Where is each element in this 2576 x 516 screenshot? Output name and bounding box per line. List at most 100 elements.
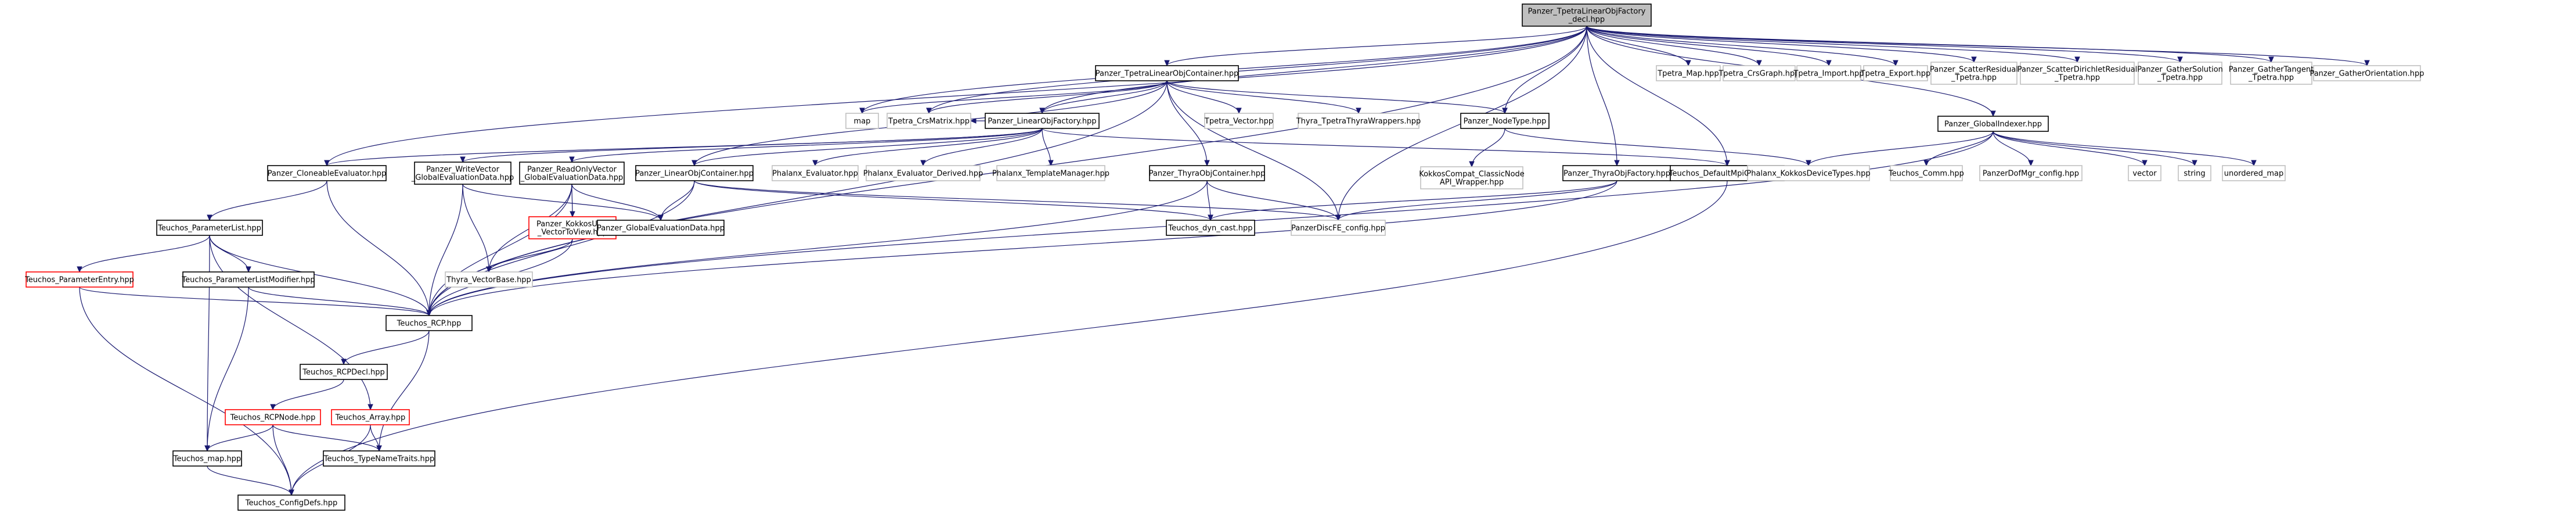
node-scatter-dirichlet[interactable]: Panzer_ScatterDirichletResidual_Tpetra.h…	[2017, 62, 2138, 85]
edge-line	[1586, 26, 1975, 63]
node-thyra-obj-factory[interactable]: Panzer_ThyraObjFactory.hpp	[1562, 165, 1671, 181]
edge-tpetra_loc-to-tpetra_vector	[1166, 80, 1242, 114]
node-tpetra-crsmatrix[interactable]: Tpetra_CrsMatrix.hpp	[887, 113, 971, 129]
node-box	[267, 165, 387, 181]
edge-teuchos_parameterlist-to-teuchos_array	[209, 235, 373, 411]
edge-arrowhead	[486, 266, 492, 273]
node-tpetra-vector[interactable]: Tpetra_Vector.hpp	[1204, 113, 1274, 129]
node-teuchos-parameterentry[interactable]: Teuchos_ParameterEntry.hpp	[24, 271, 134, 288]
node-phalanx-template-manager[interactable]: Phalanx_TemplateManager.hpp	[992, 165, 1109, 181]
node-label: Teuchos_map.hpp	[173, 455, 241, 464]
edge-cloneable_evaluator-to-teuchos_parameterlist	[207, 180, 327, 221]
node-unordered-map[interactable]: unordered_map	[2222, 165, 2286, 181]
node-nodetype[interactable]: Panzer_NodeType.hpp	[1460, 113, 1550, 129]
edge-linobjfactory-to-phalanx_evaluator	[812, 128, 1043, 167]
edge-line	[1042, 26, 1587, 114]
node-cloneable-evaluator[interactable]: Panzer_CloneableEvaluator.hpp	[267, 165, 387, 181]
edge-line	[428, 180, 695, 316]
node-vector[interactable]: vector	[2128, 165, 2161, 181]
edge-line	[326, 26, 1587, 166]
node-box	[414, 162, 511, 185]
node-teuchos-rcpnode[interactable]: Teuchos_RCPNode.hpp	[225, 409, 321, 425]
node-teuchos-configdefs[interactable]: Teuchos_ConfigDefs.hpp	[237, 494, 345, 511]
edge-line	[571, 184, 661, 221]
node-thyra-vectorbase[interactable]: Thyra_VectorBase.hpp	[445, 271, 533, 288]
edge-line	[291, 180, 1728, 496]
edge-line	[1586, 26, 1896, 66]
edge-arrowhead	[2142, 160, 2148, 167]
edge-line	[462, 184, 489, 273]
node-linear-obj-container[interactable]: Panzer_LinearObjContainer.hpp	[635, 165, 754, 181]
edge-root-to-scatter_residual	[1586, 26, 1977, 63]
node-teuchos-parameterlist[interactable]: Teuchos_ParameterList.hpp	[156, 220, 263, 236]
node-map[interactable]: map	[845, 113, 879, 129]
edge-line	[272, 379, 344, 410]
node-kokkos-utils[interactable]: Panzer_KokkosUtils_VectorToView.hpp	[528, 216, 617, 239]
edge-line	[462, 128, 1043, 163]
node-label: Panzer_GatherSolution	[2137, 66, 2223, 74]
node-gather-solution[interactable]: Panzer_GatherSolution_Tpetra.hpp	[2137, 62, 2223, 85]
node-tpetra-map[interactable]: Tpetra_Map.hpp	[1656, 65, 1721, 81]
node-teuchos-map[interactable]: Teuchos_map.hpp	[172, 450, 242, 467]
node-teuchos-rcp[interactable]: Teuchos_RCP.hpp	[386, 315, 473, 331]
node-label: Panzer_GatherTangent	[2229, 66, 2314, 74]
node-label: Teuchos_RCP.hpp	[397, 320, 462, 328]
node-label: map	[854, 117, 871, 126]
node-panzer-dofmgr-config[interactable]: PanzerDofMgr_config.hpp	[1979, 165, 2083, 181]
node-box	[237, 494, 345, 511]
node-gather-tangent[interactable]: Panzer_GatherTangent_Tpetra.hpp	[2229, 62, 2314, 85]
edge-tpetra_loc-to-thyra_obj_container	[1166, 80, 1210, 167]
edge-readonly_vector-to-kokkos_utils	[570, 184, 575, 218]
node-write-vector[interactable]: Panzer_WriteVector_GlobalEvaluationData.…	[411, 162, 514, 185]
node-label: Panzer_ScatterDirichletResidual	[2017, 66, 2138, 74]
edge-global_indexer-to-vector	[1993, 131, 2148, 167]
node-label: Panzer_WriteVector	[426, 166, 500, 174]
node-scatter-residual[interactable]: Panzer_ScatterResidual_Tpetra.hpp	[1930, 62, 2018, 85]
edge-line	[272, 424, 380, 451]
node-teuchos-dyn-cast[interactable]: Teuchos_dyn_cast.hpp	[1166, 220, 1255, 236]
node-tpetra-import[interactable]: Tpetra_Import.hpp	[1793, 65, 1864, 81]
edge-write_vector-to-teuchos_rcp	[426, 184, 463, 317]
node-box	[1796, 65, 1861, 81]
edge-line	[571, 128, 1043, 163]
node-teuchos-comm[interactable]: Teuchos_Comm.hpp	[1888, 165, 1964, 181]
node-teuchos-typenametraits[interactable]: Teuchos_TypeNameTraits.hpp	[323, 450, 435, 467]
node-panzer-dofe-config[interactable]: PanzerDiscFE_config.hpp	[1291, 220, 1386, 236]
edge-line	[1166, 80, 1359, 114]
node-tpetra-loc[interactable]: Panzer_TpetraLinearObjContainer.hpp	[1095, 65, 1239, 81]
node-box	[1420, 166, 1523, 189]
node-linobjfactory[interactable]: Panzer_LinearObjFactory.hpp	[985, 113, 1100, 129]
node-tpetra-crsgraph[interactable]: Tpetra_CrsGraph.hpp	[1718, 65, 1800, 81]
node-gather-orientation[interactable]: Panzer_GatherOrientation.hpp	[2310, 65, 2424, 81]
node-teuchos-array[interactable]: Teuchos_Array.hpp	[331, 409, 410, 425]
node-label: unordered_map	[2224, 170, 2284, 178]
edge-arrowhead	[77, 266, 82, 273]
edge-line	[1993, 131, 2145, 166]
edge-tpetra_loc-to-nodetype	[1166, 80, 1508, 114]
edge-line	[207, 235, 210, 451]
node-tpetra-export[interactable]: Tpetra_Export.hpp	[1860, 65, 1931, 81]
node-root[interactable]: Panzer_TpetraLinearObjFactory_decl.hpp	[1522, 3, 1652, 27]
node-readonly-vector[interactable]: Panzer_ReadOnlyVector_GlobalEvaluationDa…	[519, 162, 625, 185]
node-thyra-tpetra-wrappers[interactable]: Thyra_TpetraThyraWrappers.hpp	[1296, 113, 1421, 129]
node-phalanx-evaluator-derived[interactable]: Phalanx_Evaluator_Derived.hpp	[863, 165, 983, 181]
node-phalanx-evaluator[interactable]: Phalanx_Evaluator.hpp	[772, 165, 859, 181]
edge-arrowhead	[2364, 60, 2370, 67]
node-box	[597, 220, 725, 236]
node-thyra-obj-container[interactable]: Panzer_ThyraObjContainer.hpp	[1149, 165, 1266, 181]
node-teuchos-rcpdecl[interactable]: Teuchos_RCPDecl.hpp	[300, 364, 388, 380]
node-global-indexer[interactable]: Panzer_GlobalIndexer.hpp	[1937, 116, 2049, 132]
node-phalanx-kokkos-device[interactable]: Phalanx_KokkosDeviceTypes.hpp	[1746, 165, 1871, 181]
edge-line	[1210, 180, 1617, 221]
node-label: Tpetra_CrsMatrix.hpp	[888, 117, 970, 126]
edge-arrowhead	[376, 445, 382, 452]
node-global-eval-data[interactable]: Panzer_GlobalEvaluationData.hpp	[597, 220, 725, 236]
node-label: Teuchos_ParameterListModifier.hpp	[181, 276, 315, 285]
node-string[interactable]: string	[2178, 165, 2211, 181]
node-box	[225, 409, 321, 425]
node-teuchos-plmodifier[interactable]: Teuchos_ParameterListModifier.hpp	[181, 271, 315, 288]
node-box	[1937, 116, 2049, 132]
edge-line	[326, 128, 1043, 166]
edge-arrowhead	[920, 160, 926, 167]
